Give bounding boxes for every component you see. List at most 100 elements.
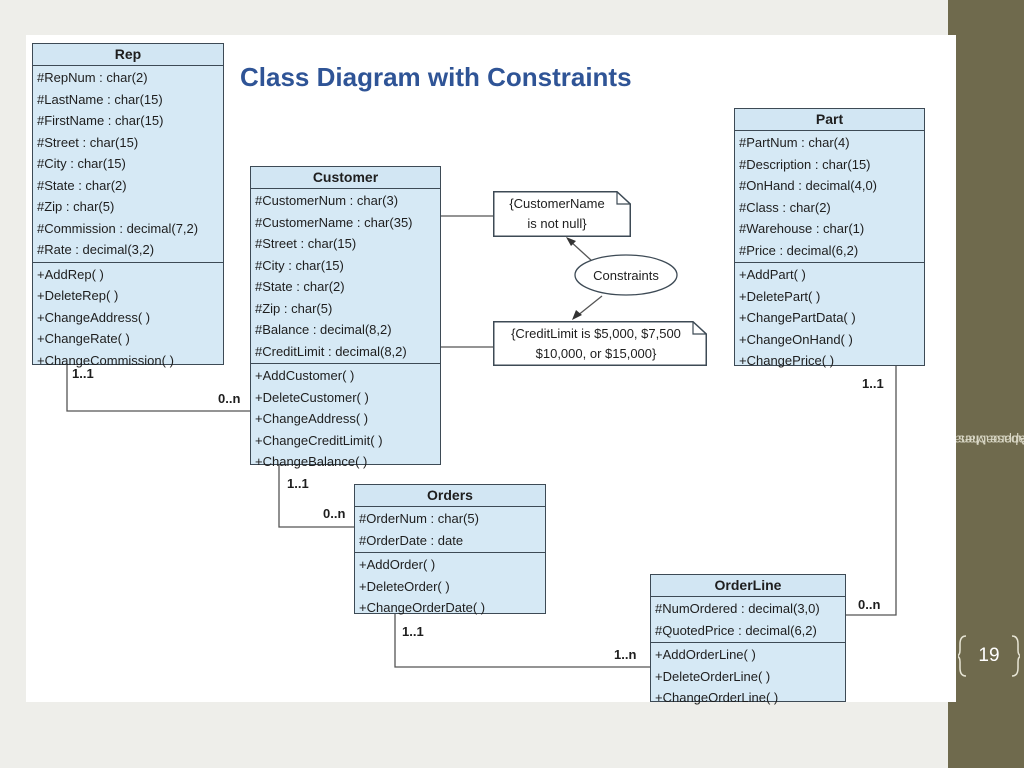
attribute-row: #NumOrdered : decimal(3,0) [655,601,820,616]
operation-row: +AddCustomer( ) [255,368,355,383]
operation-row: +ChangePrice( ) [739,353,835,368]
attribute-row: #Commission : decimal(7,2) [37,220,199,236]
operation-row: +ChangeCreditLimit( ) [255,432,383,448]
slide-title: Class Diagram with Constraints [240,62,632,92]
operation-row: +DeleteOrderLine( ) [655,668,771,684]
operation-row: +ChangeOrderDate( ) [359,600,486,615]
operation-row: +ChangeAddress( ) [255,411,369,426]
operation-row: +ChangeOrderLine( ) [655,690,779,705]
part-orderline-line [846,365,897,616]
attribute-row: #OrderNum : char(5) [359,511,479,526]
operation-row: +DeletePart( ) [739,288,821,304]
attribute-row: #OnHand : decimal(4,0) [739,178,878,193]
attribute-row: #City : char(15) [37,156,126,171]
attribute-row: #Zip : char(5) [255,300,333,316]
class-part: Part #PartNum : char(4) #Description : c… [734,108,925,368]
note-customername-line2: is not null} [527,216,587,231]
attribute-row: #Price : decimal(6,2) [739,242,859,258]
attribute-row: #Balance : decimal(8,2) [255,322,392,337]
constraints-arrow-down-line [576,295,603,317]
mult-orderline-from-part: 0..n [858,597,881,612]
mult-rep-side: 1..1 [72,366,94,381]
constraints-oval: Constraints [574,254,678,296]
class-orderline-name: OrderLine [651,575,845,597]
note-creditlimit: {CreditLimit is $5,000, $7,500 $10,000, … [493,321,707,366]
page-number-badge: 19 [958,630,1020,682]
attribute-row: #City : char(15) [255,257,344,273]
class-orderline: OrderLine #NumOrdered : decimal(3,0) #Qu… [650,574,846,705]
mult-customer-from-rep: 0..n [218,391,241,406]
operation-row: +AddOrderLine( ) [655,647,756,662]
arrowhead-up-icon [566,237,576,246]
note-shape-icon [493,191,631,237]
attribute-row: #State : char(2) [255,279,345,294]
attribute-row: #Street : char(15) [255,236,357,251]
rep-customer-line [66,364,250,412]
attribute-row: #Warehouse : char(1) [739,221,865,236]
class-customer-attributes: #CustomerNum : char(3) #CustomerName : c… [251,189,440,364]
attribute-row: #LastName : char(15) [37,91,163,107]
attribute-row: #Street : char(15) [37,134,139,150]
constraints-arrow-up-line [569,240,593,262]
mult-customer-side: 1..1 [287,476,309,491]
operation-row: +DeleteCustomer( ) [255,389,369,405]
attribute-row: #State : char(2) [37,177,127,193]
attribute-row: #Zip : char(5) [37,199,115,214]
class-customer: Customer #CustomerNum : char(3) #Custome… [250,166,441,469]
mult-orders-side: 1..1 [402,624,424,639]
mult-orderline-from-orders: 1..n [614,647,637,662]
operation-row: +AddOrder( ) [359,557,436,572]
class-orderline-attributes: #NumOrdered : decimal(3,0) #QuotedPrice … [651,597,845,643]
constraints-label: Constraints [593,267,659,283]
class-rep: Rep #RepNum : char(2) #LastName : char(1… [32,43,224,368]
attribute-row: #Class : char(2) [739,199,831,215]
class-part-name: Part [735,109,924,131]
class-orderline-operations: +AddOrderLine( ) +DeleteOrderLine( ) +Ch… [651,643,845,710]
operation-row: +ChangePartData( ) [739,310,856,325]
attribute-row: #CreditLimit : decimal(8,2) [255,343,407,359]
class-orders-attributes: #OrderNum : char(5) #OrderDate : date [355,507,545,553]
customer-orders-line [278,465,354,528]
orders-orderline-line [394,613,650,668]
operation-row: +ChangeCommission( ) [37,352,174,368]
attribute-row: #FirstName : char(15) [37,113,164,128]
class-part-operations: +AddPart( ) +DeletePart( ) +ChangePartDa… [735,263,924,373]
side-label: Database ManagementApproaches [911,352,1024,528]
class-orders-name: Orders [355,485,545,507]
attribute-row: #RepNum : char(2) [37,70,148,85]
operation-row: +AddRep( ) [37,266,104,282]
attribute-row: #OrderDate : date [359,532,464,548]
class-part-attributes: #PartNum : char(4) #Description : char(1… [735,131,924,263]
attribute-row: #CustomerName : char(35) [255,214,413,230]
note-creditlimit-line2: $10,000, or $15,000} [535,346,657,361]
operation-row: +DeleteRep( ) [37,288,119,303]
operation-row: +AddPart( ) [739,267,806,282]
attribute-row: #CustomerNum : char(3) [255,193,399,208]
operation-row: +DeleteOrder( ) [359,578,450,594]
class-orders-operations: +AddOrder( ) +DeleteOrder( ) +ChangeOrde… [355,553,545,620]
mult-orders-from-customer: 0..n [323,506,346,521]
attribute-row: #QuotedPrice : decimal(6,2) [655,622,817,638]
note-customername: {CustomerName is not null} [493,191,631,237]
class-rep-name: Rep [33,44,223,66]
operation-row: +ChangeRate( ) [37,331,130,346]
class-orders: Orders #OrderNum : char(5) #OrderDate : … [354,484,546,615]
mult-part-side: 1..1 [862,376,884,391]
oval-shape-icon [574,254,678,296]
class-customer-operations: +AddCustomer( ) +DeleteCustomer( ) +Chan… [251,364,440,474]
page-number: 19 [978,645,1000,666]
class-rep-attributes: #RepNum : char(2) #LastName : char(15) #… [33,66,223,263]
bracket-frame-icon [958,635,1020,677]
operation-row: +ChangeAddress( ) [37,309,151,325]
connector-lines [66,215,897,668]
class-customer-name: Customer [251,167,440,189]
class-rep-operations: +AddRep( ) +DeleteRep( ) +ChangeAddress(… [33,263,223,373]
attribute-row: #Rate : decimal(3,2) [37,242,155,257]
attribute-row: #PartNum : char(4) [739,135,850,150]
note-creditlimit-line1: {CreditLimit is $5,000, $7,500 [511,326,681,341]
arrowhead-down-icon [572,310,582,320]
operation-row: +ChangeOnHand( ) [739,331,853,347]
note-shape-icon [493,321,707,366]
note-customername-line1: {CustomerName [509,196,605,211]
operation-row: +ChangeBalance( ) [255,454,368,469]
